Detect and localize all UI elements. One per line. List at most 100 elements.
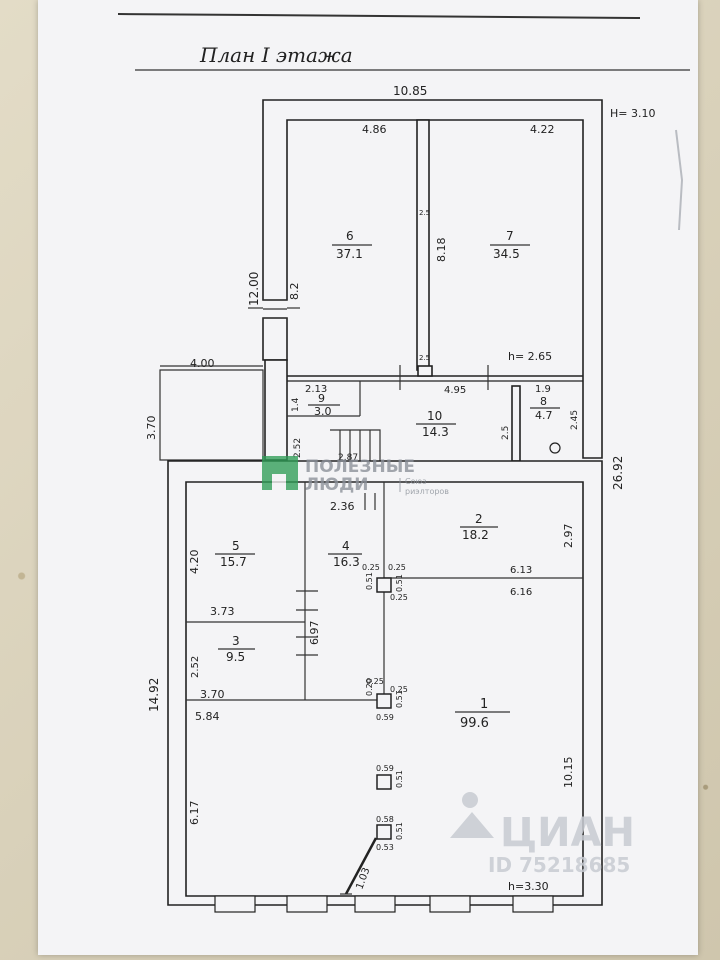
bottom-window-2	[286, 895, 328, 913]
column-4	[376, 824, 392, 840]
svg-text:18.2: 18.2	[462, 528, 489, 542]
room-label-1: 1 99.6	[455, 697, 510, 731]
dim-room2-len-b: 6.16	[510, 587, 532, 598]
agency-tag-2: риэлторов	[405, 487, 449, 496]
left-annex	[159, 369, 264, 461]
dim-left-upper: 12.00	[247, 272, 261, 306]
bottom-window-5	[512, 895, 554, 913]
column-1	[376, 577, 392, 593]
entrance-door	[344, 837, 378, 895]
svg-text:4.7: 4.7	[535, 409, 553, 422]
room-label-8: 8 4.7	[530, 395, 560, 422]
dim-annex-width: 4.00	[190, 357, 215, 370]
cian-watermark: ЦИАН ID 75218685	[450, 792, 635, 877]
col-label: 0.58	[376, 815, 394, 824]
svg-text:10: 10	[427, 409, 442, 423]
room-label-2: 2 18.2	[460, 512, 498, 542]
cian-id: ID 75218685	[488, 853, 630, 877]
dim-room3-h: 2.52	[190, 656, 201, 678]
agency-name-2: ЛЮДИ	[305, 475, 368, 495]
col-label: 0.51	[395, 690, 404, 708]
col-label: 0.20	[365, 678, 374, 696]
col-label: 0.59	[376, 713, 394, 722]
dim-hall-side-left: 6.17	[188, 801, 201, 826]
small-column-top	[417, 365, 433, 377]
svg-text:7: 7	[506, 229, 514, 243]
room-label-5: 5 15.7	[215, 539, 255, 569]
dim-stair-b: 2.52	[293, 438, 303, 458]
dim-ceiling-upper: h= 2.65	[508, 350, 552, 363]
room-label-7: 7 34.5	[490, 229, 530, 261]
svg-text:99.6: 99.6	[460, 716, 489, 731]
column-2	[376, 693, 392, 709]
column-3	[376, 774, 392, 790]
dim-corridor-d: 2.5	[501, 426, 511, 440]
col-label: 0.53	[376, 843, 394, 852]
dim-left-lower: 14.92	[147, 678, 161, 712]
dim-room5-w: 3.73	[210, 605, 235, 618]
dim-room4-w: 2.36	[330, 500, 355, 513]
cian-brand: ЦИАН	[500, 810, 635, 856]
col-label: 0.25	[362, 563, 380, 572]
svg-text:3: 3	[232, 634, 240, 648]
scan-smudge	[675, 129, 684, 231]
dim-room9-w: 2.13	[305, 384, 327, 395]
agency-tag-1: Союз	[405, 477, 426, 486]
sheet-top-rule	[117, 13, 641, 19]
dim-annex-depth: 3.70	[145, 416, 158, 441]
col-label: 0.25	[366, 677, 384, 686]
col-label: 0.25	[390, 593, 408, 602]
dim-room3-w: 3.70	[200, 688, 225, 701]
room-label-9: 9 3.0	[308, 392, 340, 418]
svg-text:2: 2	[475, 512, 483, 526]
svg-text:9: 9	[318, 392, 325, 405]
floor-drain-icon	[549, 442, 561, 454]
dim-room7-top: 4.22	[530, 123, 555, 136]
plan-title: План I этажа	[199, 43, 353, 67]
room8-partition	[511, 385, 521, 462]
bottom-window-3	[354, 895, 396, 913]
agency-logo-door	[272, 474, 286, 490]
svg-text:4: 4	[342, 539, 350, 553]
col-label: 0.51	[365, 572, 374, 590]
svg-text:5: 5	[232, 539, 240, 553]
col-label: 0.59	[376, 764, 394, 773]
bottom-window-1	[214, 895, 256, 913]
dim-room8-d: 2.45	[570, 410, 580, 430]
partition-6-7	[416, 119, 430, 371]
svg-text:14.3: 14.3	[422, 425, 449, 439]
svg-text:16.3: 16.3	[333, 555, 360, 569]
room-label-10: 10 14.3	[416, 409, 456, 439]
svg-text:8: 8	[540, 395, 547, 408]
col-label: 0.51	[395, 770, 404, 788]
dim-stair-a: 2.87	[338, 453, 358, 463]
dim-room8-w: 1.9	[535, 384, 551, 395]
lower-outer-wall	[167, 460, 603, 906]
dim-room6-side: 8.2	[288, 283, 301, 301]
col-label: 2.5	[419, 354, 430, 362]
dim-room2-side: 2.97	[562, 524, 575, 549]
col-label: 0.25	[388, 563, 406, 572]
upper-left-wall-lower	[262, 317, 288, 361]
dim-ceiling-lower: h=3.30	[508, 880, 549, 893]
dim-corridor-len: 4.95	[444, 385, 466, 396]
dim-door-w: 1.03	[354, 866, 372, 891]
dim-hall-w: 5.84	[195, 710, 220, 723]
dim-room9-d: 1.4	[291, 397, 301, 412]
height-total-label: H= 3.10	[610, 107, 655, 120]
dim-room5-h: 4.20	[188, 550, 201, 575]
svg-text:15.7: 15.7	[220, 555, 247, 569]
svg-text:9.5: 9.5	[226, 650, 245, 664]
bottom-window-4	[429, 895, 471, 913]
left-corridor-wall	[264, 359, 288, 461]
dim-right-total: 26.92	[611, 456, 625, 490]
room-label-3: 3 9.5	[218, 634, 255, 664]
col-label: 0.25	[390, 685, 408, 694]
dim-hall-side-right: 10.15	[562, 757, 575, 789]
agency-name-1: ПОЛЕЗНЫЕ	[305, 457, 415, 477]
svg-text:1: 1	[480, 697, 488, 712]
col-label: 0.51	[395, 822, 404, 840]
agency-watermark: ПОЛЕЗНЫЕ ЛЮДИ Союз риэлторов	[262, 456, 449, 496]
col-label: 0.51	[395, 574, 404, 592]
